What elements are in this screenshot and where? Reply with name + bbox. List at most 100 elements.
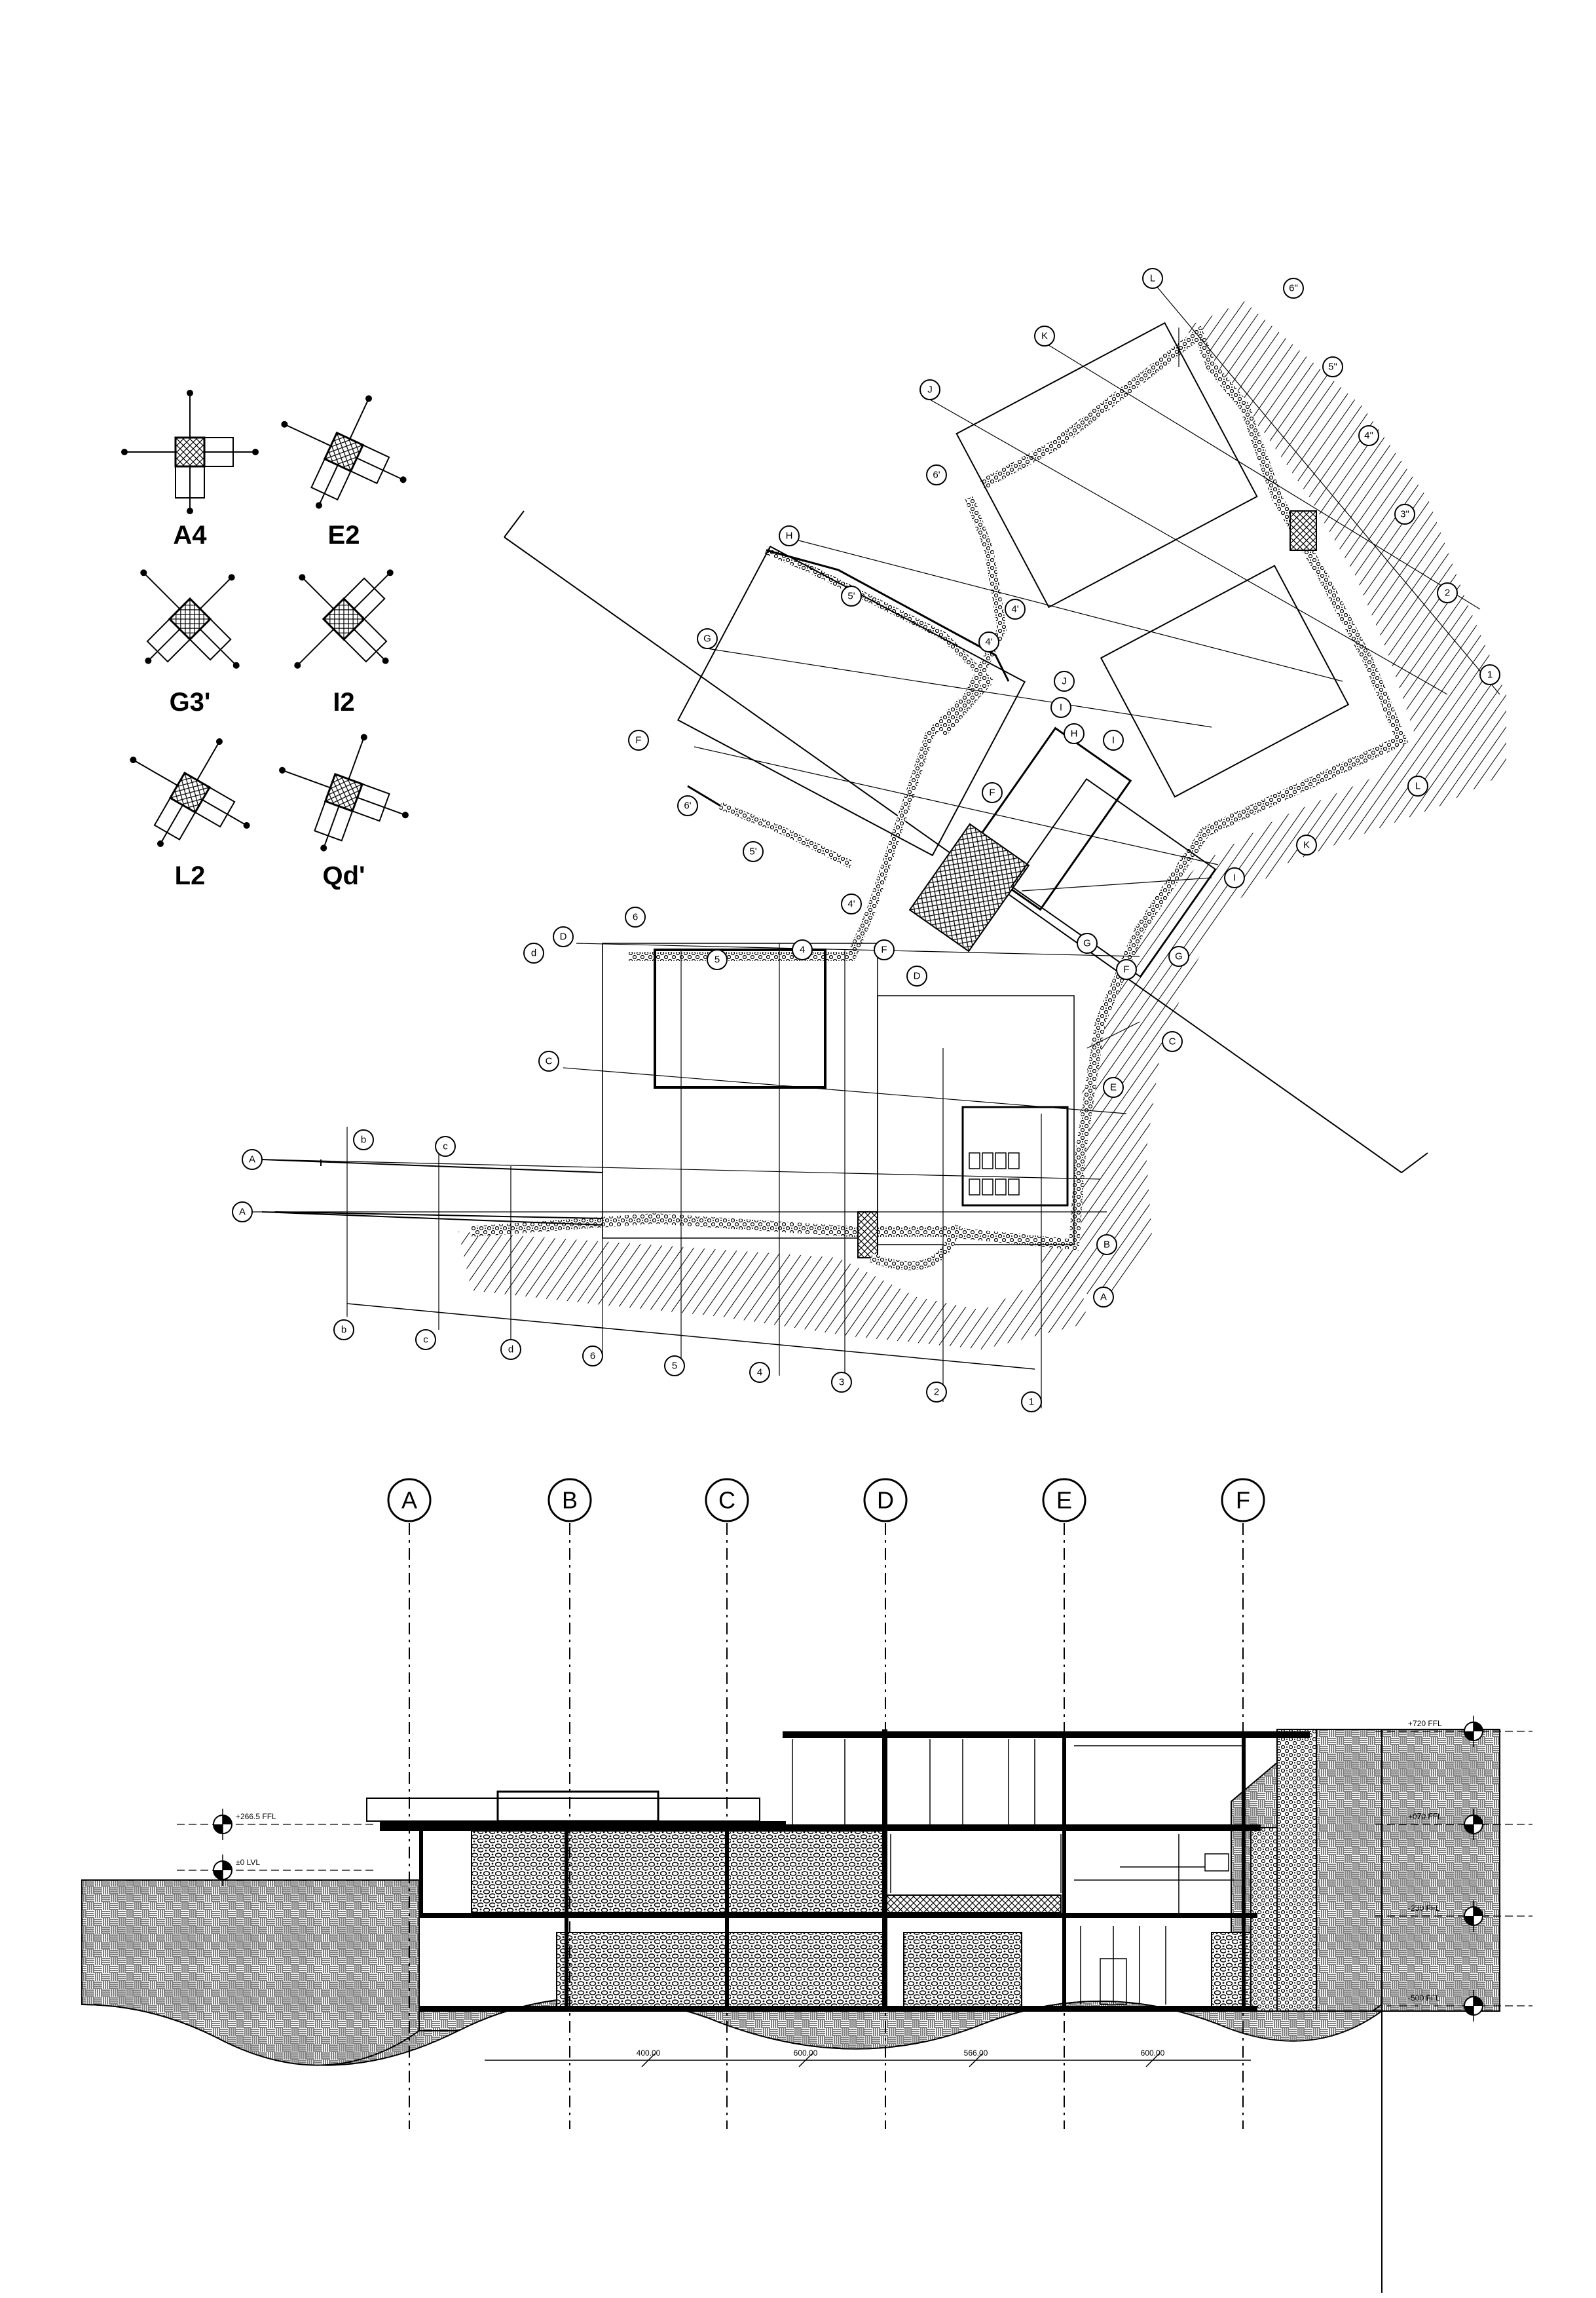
level-marker: -230 FFL xyxy=(1375,1900,1532,1932)
plan-grid-bubble: F xyxy=(874,939,895,960)
plan-grid-bubble: 1 xyxy=(1021,1391,1042,1412)
plan-grid-bubble: H xyxy=(779,525,800,546)
column-d xyxy=(882,1729,887,2008)
plan-grid-bubble-label: J xyxy=(1062,676,1067,687)
plan-grid-bubble-label: F xyxy=(989,787,995,799)
plan-grid-bubble-label: A xyxy=(1100,1292,1107,1303)
plan-grid-bubble-label: K xyxy=(1041,331,1048,342)
plan-grid-bubble-label: F xyxy=(1123,964,1129,975)
plan-grid-bubble: 4 xyxy=(749,1362,770,1383)
section-grid-label: F xyxy=(1236,1487,1250,1514)
column-key-label: Qd' xyxy=(322,861,365,890)
section-grid-axis: F xyxy=(1221,1478,1265,2129)
plan-grid-bubble-label: 5' xyxy=(847,591,855,602)
section-grid-label: C xyxy=(718,1487,735,1514)
wing-west-outer xyxy=(687,549,1010,807)
plan-grid-bubble-label: c xyxy=(423,1334,428,1346)
plan-grid-bubble-label: 5' xyxy=(749,846,756,857)
plan-grid-bubble-label: 1 xyxy=(1029,1397,1034,1408)
plan-grid-bubble-label: A xyxy=(249,1154,255,1165)
plan-grid-bubble-label: 2 xyxy=(1445,588,1450,599)
plan-grid-bubble-label: C xyxy=(1169,1036,1176,1047)
level-marker: +070 FFL xyxy=(1375,1809,1532,1840)
plan-grid-bubble-label: b xyxy=(361,1135,366,1146)
room-south-central xyxy=(602,943,878,1239)
plan-grid-bubble-label: G xyxy=(703,633,711,645)
washroom-block xyxy=(961,1106,1069,1207)
plan-grid-bubble: G xyxy=(1168,946,1189,967)
plan-grid-bubble-label: 6 xyxy=(590,1351,595,1362)
section-grid-axis: A xyxy=(387,1478,432,2129)
plan-grid-bubble-label: d xyxy=(508,1344,513,1355)
plan-grid-bubble: I xyxy=(1224,867,1245,888)
plan-grid-bubble: G xyxy=(1077,933,1098,954)
section-dimension-label: 400.00 xyxy=(637,2048,661,2058)
room-south-east xyxy=(877,995,1075,1245)
column-key-symbol xyxy=(281,395,407,509)
section-dimension-label: 600.00 xyxy=(794,2048,818,2058)
plan-grid-bubble: D xyxy=(553,926,574,947)
plan-grid-bubble-label: 6" xyxy=(1289,283,1298,294)
level-label: +070 FFL xyxy=(1408,1812,1442,1821)
plan-grid-bubble: b xyxy=(353,1129,374,1150)
plan-grid-bubble-label: L xyxy=(1150,273,1155,284)
plan-grid-bubble: 4" xyxy=(1358,425,1379,446)
plan-grid-bubble-label: 4 xyxy=(757,1367,762,1378)
retaining-wall-right xyxy=(1276,1729,1317,2012)
plan-grid-bubble: C xyxy=(1162,1031,1183,1052)
site-plan: AADCECBAGIKL123"4"5"6"LKJHGF6'5'6'5'4'4'… xyxy=(232,268,1506,1412)
level-marker: +720 FFL xyxy=(1375,1716,1532,1747)
slab-level-500 xyxy=(419,2006,1257,2011)
plan-grid-bubble: 6 xyxy=(582,1346,603,1366)
plan-grid-bubble-label: D xyxy=(560,932,567,943)
section-level-markers: +720 FFL+070 FFL-230 FFL-500 FFL+266.5 F… xyxy=(177,1716,1532,2022)
plan-grid-bubble: d xyxy=(500,1339,521,1360)
slab-level-070 xyxy=(783,1824,1261,1831)
plan-grid-bubble-label: B xyxy=(1104,1239,1110,1251)
plan-grid-bubble: b xyxy=(333,1319,354,1340)
section-cut-marker-start xyxy=(504,510,525,538)
section-dimension-label: 566.00 xyxy=(964,2048,988,2058)
plan-grid-bubble-label: 6' xyxy=(684,801,691,812)
plan-grid-bubble: 3" xyxy=(1394,504,1415,525)
plan-grid-bubble: I xyxy=(1050,697,1071,718)
plan-grid-bubble-label: d xyxy=(531,948,536,959)
plan-grid-bubble: F xyxy=(982,782,1003,803)
terrain-hatch-lower xyxy=(458,1232,1087,1349)
entrance-corridor xyxy=(261,1159,603,1226)
plan-grid-bubble: A xyxy=(232,1201,253,1222)
plan-grid-bubble-label: c xyxy=(443,1141,448,1152)
section-grid-axis: C xyxy=(705,1478,749,2129)
plan-grid-bubble: E xyxy=(1103,1077,1124,1098)
plan-grid-bubble-label: L xyxy=(1415,781,1420,792)
plan-grid-bubble: 6" xyxy=(1283,278,1304,299)
plan-grid-bubble: 4 xyxy=(792,939,813,960)
column-key-label: A4 xyxy=(173,521,207,550)
plan-grid-bubble: 5' xyxy=(841,586,862,607)
plan-grid-bubble: G xyxy=(697,628,718,649)
plan-grid-bubble: A xyxy=(242,1149,263,1170)
plan-grid-bubble-label: 4' xyxy=(1011,604,1018,615)
roof-deck xyxy=(366,1798,760,1822)
plan-grid-bubble: L xyxy=(1407,776,1428,797)
plan-grid-bubble-label: J xyxy=(927,385,933,396)
plan-grid-bubble: B xyxy=(1096,1234,1117,1255)
plan-grid-bubble-label: 4' xyxy=(985,637,992,648)
level-label: ±0 LVL xyxy=(236,1858,260,1867)
plan-grid-bubble: 2 xyxy=(1437,582,1458,603)
plan-grid-bubble: c xyxy=(435,1136,456,1157)
level-label: +266.5 FFL xyxy=(236,1812,276,1821)
washroom-fixtures xyxy=(969,1152,1020,1196)
plan-grid-bubble: L xyxy=(1142,268,1163,289)
ground-surface xyxy=(81,1879,420,2066)
plan-grid-bubble-label: 3 xyxy=(839,1377,844,1388)
plan-grid-bubble: 6 xyxy=(625,907,646,928)
plan-grid-bubble: J xyxy=(919,379,940,400)
plan-grid-bubble: A xyxy=(1093,1287,1114,1308)
plan-grid-bubble: c xyxy=(415,1329,436,1350)
room-north-east-inner xyxy=(1100,565,1350,798)
